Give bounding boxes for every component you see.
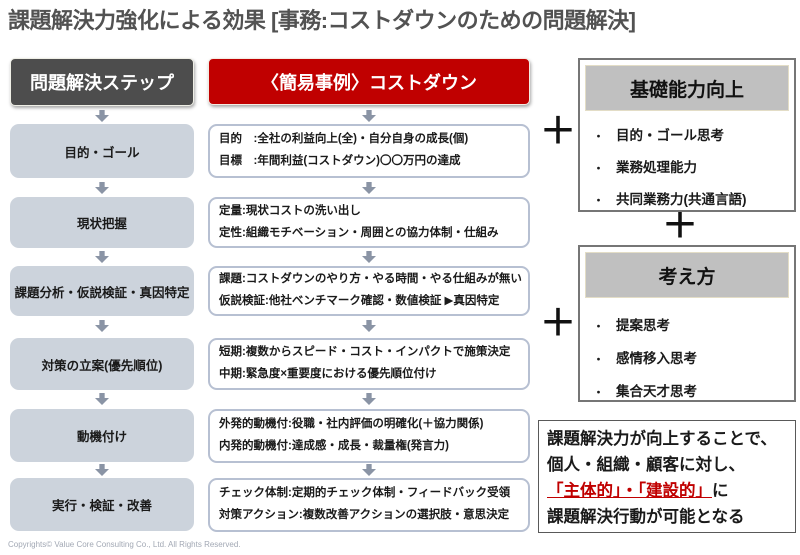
bullet-icon: ・ (593, 387, 604, 399)
basic-ability-panel: 基礎能力向上 ・目的・ゴール思考 ・業務処理能力 ・共同業務力(共通言語) (578, 58, 796, 212)
step-box-planning: 対策の立案(優先順位) (10, 338, 194, 390)
case-box-current-state: 定量:現状コストの洗い出し 定性:組織モチベーション・周囲との協力体制・仕組み (208, 197, 530, 248)
case-line: 仮説検証:他社ベンチマーク確認・数値検証 ▶真因特定 (219, 295, 500, 307)
case-line: 目的 :全社の利益向上(全)・自分自身の成長(個) (219, 133, 469, 146)
plus-icon: ＋ (662, 204, 699, 245)
basic-ability-list: ・目的・ゴール思考 ・業務処理能力 ・共同業務力(共通言語) (580, 111, 794, 213)
bullet-icon: ・ (593, 131, 604, 143)
down-arrow-icon (95, 464, 109, 476)
list-item: ・共同業務力(共通言語) (593, 188, 794, 213)
step-box-analysis: 課題分析・仮説検証・真因特定 (10, 266, 194, 316)
page-title: 課題解決力強化による効果 [事務:コストダウンのための問題解決] (8, 8, 636, 33)
case-box-goal: 目的 :全社の利益向上(全)・自分自身の成長(個) 目標 :年間利益(コストダウ… (208, 124, 530, 178)
list-item-label: 集合天才思考 (616, 384, 697, 399)
case-line: 定性:組織モチベーション・周囲との協力体制・仕組み (219, 226, 499, 239)
list-item: ・感情移入思考 (593, 347, 794, 372)
case-line: 課題:コストダウンのやり方・やる時間・やる仕組みが無い (219, 273, 522, 286)
conclusion-line: 個人・組織・顧客に対し、 (547, 456, 745, 474)
list-item: ・提案思考 (593, 314, 794, 339)
highlight-suffix: に (712, 482, 729, 500)
mindset-panel: 考え方 ・提案思考 ・感情移入思考 ・集合天才思考 (578, 245, 796, 402)
list-item: ・業務処理能力 (593, 156, 794, 181)
case-box-motivation: 外発的動機付:役職・社内評価の明確化(＋協力関係) 内発的動機付:達成感・成長・… (208, 409, 530, 463)
case-line: 中期:緊急度×重要度における優先順位付け (219, 368, 437, 380)
down-arrow-icon (95, 393, 109, 405)
down-arrow-icon (95, 110, 109, 122)
conclusion-line: 課題解決行動が可能となる (547, 508, 745, 526)
down-arrow-icon (95, 320, 109, 332)
list-item-label: 業務処理能力 (616, 160, 697, 175)
step-box-current-state: 現状把握 (10, 197, 194, 248)
down-arrow-icon (362, 251, 376, 263)
list-item: ・集合天才思考 (593, 380, 794, 405)
highlight-text: 「主体的」・「建設的」 (547, 482, 712, 500)
conclusion-box: 課題解決力が向上することで、 個人・組織・顧客に対し、 「主体的」・「建設的」に… (538, 420, 796, 533)
copyright-text: Copyrights© Value Core Consulting Co., L… (8, 540, 241, 549)
down-arrow-icon (362, 320, 376, 332)
list-item-label: 共同業務力(共通言語) (616, 192, 747, 207)
case-line: 外発的動機付:役職・社内評価の明確化(＋協力関係) (219, 418, 484, 431)
list-item-label: 目的・ゴール思考 (616, 128, 724, 143)
down-arrow-icon (362, 182, 376, 194)
conclusion-line: 課題解決力が向上することで、 (547, 430, 777, 448)
down-arrow-icon (362, 110, 376, 122)
case-line: 対策アクション:複数改善アクションの選択肢・意思決定 (219, 509, 510, 521)
step-box-motivation: 動機付け (10, 409, 194, 462)
mindset-list: ・提案思考 ・感情移入思考 ・集合天才思考 (580, 298, 794, 405)
case-line: 短期:複数からスピード・コスト・インパクトで施策決定 (219, 346, 511, 359)
bullet-icon: ・ (593, 195, 604, 207)
case-box-planning: 短期:複数からスピード・コスト・インパクトで施策決定 中期:緊急度×重要度におけ… (208, 338, 530, 390)
basic-ability-header: 基礎能力向上 (585, 65, 789, 111)
plus-icon: ＋ (540, 110, 577, 151)
mindset-header: 考え方 (585, 252, 789, 298)
down-arrow-icon (362, 464, 376, 476)
step-box-execution: 実行・検証・改善 (10, 478, 194, 531)
list-item: ・目的・ゴール思考 (593, 124, 794, 149)
case-box-execution: チェック体制:定期的チェック体制・フィードバック受領 対策アクション:複数改善ア… (208, 478, 530, 532)
bullet-icon: ・ (593, 321, 604, 333)
case-line: 定量:現状コストの洗い出し (219, 204, 361, 217)
bullet-icon: ・ (593, 354, 604, 366)
case-box-analysis: 課題:コストダウンのやり方・やる時間・やる仕組みが無い 仮説検証:他社ベンチマー… (208, 266, 530, 316)
down-arrow-icon (95, 251, 109, 263)
down-arrow-icon (362, 393, 376, 405)
down-arrow-icon (95, 182, 109, 194)
case-line: 目標 :年間利益(コストダウン)〇〇万円の達成 (219, 155, 461, 167)
case-line: 内発的動機付:達成感・成長・裁量権(発言力) (219, 440, 449, 452)
steps-column-header: 問題解決ステップ (10, 58, 194, 106)
case-column-header: 〈簡易事例〉コストダウン (208, 58, 530, 105)
bullet-icon: ・ (593, 163, 604, 175)
case-line: チェック体制:定期的チェック体制・フィードバック受領 (219, 487, 511, 500)
step-box-goal: 目的・ゴール (10, 124, 194, 178)
list-item-label: 提案思考 (616, 318, 670, 333)
list-item-label: 感情移入思考 (616, 351, 697, 366)
conclusion-line: 「主体的」・「建設的」に (547, 478, 787, 504)
plus-icon: ＋ (540, 302, 577, 343)
